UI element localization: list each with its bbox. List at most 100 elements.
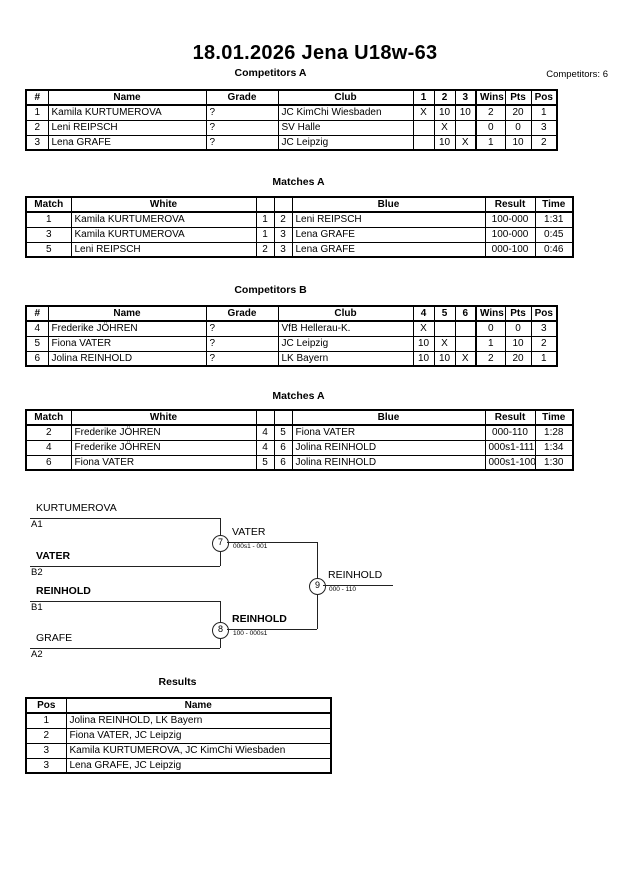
matches-a-table: Match White Blue Result Time 1 Kamila KU… <box>25 196 574 258</box>
cell-opp-3 <box>454 119 477 136</box>
table-row: 5 Fiona VATER ? JC Leipzig 10 X 1 10 2 <box>25 335 558 352</box>
col-result: Result <box>484 409 536 426</box>
bracket-slot-seed: B1 <box>31 602 43 613</box>
cell-pts: 20 <box>504 350 532 367</box>
cell-white-num: 4 <box>255 424 275 441</box>
cell-opp-1 <box>412 134 435 151</box>
table-header-row: Pos Name <box>25 697 332 714</box>
table-header-row: # Name Grade Club 4 5 6 Wins Pts Pos <box>25 305 558 322</box>
cell-match: 2 <box>25 424 72 441</box>
cell-club: JC Leipzig <box>277 134 414 151</box>
cell-grade: ? <box>205 104 279 121</box>
table-row: 1 Jolina REINHOLD, LK Bayern <box>25 712 332 729</box>
table-row: 3 Kamila KURTUMEROVA, JC KimChi Wiesbade… <box>25 742 332 759</box>
bracket-node-score: 100 - 000s1 <box>233 630 268 637</box>
bracket-node-line <box>227 629 317 630</box>
cell-opp-5 <box>433 320 456 337</box>
cell-match: 5 <box>25 241 72 258</box>
table-row: 6 Fiona VATER 5 6 Jolina REINHOLD 000s1-… <box>25 454 574 471</box>
cell-opp-6 <box>454 320 477 337</box>
cell-blue-num: 6 <box>273 439 293 456</box>
table-row: 2 Fiona VATER, JC Leipzig <box>25 727 332 744</box>
table-row: 2 Frederike JÖHREN 4 5 Fiona VATER 000-1… <box>25 424 574 441</box>
bracket-slot-line <box>30 566 220 567</box>
caption-matches-a: Matches A <box>272 176 325 188</box>
cell-pos: 2 <box>25 727 67 744</box>
results-table: Pos Name 1 Jolina REINHOLD, LK Bayern 2 … <box>25 697 332 774</box>
cell-num: 4 <box>25 320 49 337</box>
cell-num: 5 <box>25 335 49 352</box>
cell-blue-num: 3 <box>273 241 293 258</box>
cell-opp-5: 10 <box>433 350 456 367</box>
cell-club: LK Bayern <box>277 350 414 367</box>
cell-time: 0:45 <box>534 226 574 243</box>
cell-blue: Lena GRAFE <box>291 226 486 243</box>
cell-name: Fiona VATER, JC Leipzig <box>65 727 332 744</box>
cell-pts: 0 <box>504 320 532 337</box>
cell-pts: 10 <box>504 335 532 352</box>
col-pts: Pts <box>504 305 532 322</box>
col-club: Club <box>277 305 414 322</box>
col-club: Club <box>277 89 414 106</box>
cell-match: 3 <box>25 226 72 243</box>
cell-num: 3 <box>25 134 49 151</box>
bracket-node-7[interactable]: 7 <box>212 535 229 552</box>
cell-num: 6 <box>25 350 49 367</box>
cell-opp-1 <box>412 119 435 136</box>
col-white-num <box>255 409 275 426</box>
competitors-b-table: # Name Grade Club 4 5 6 Wins Pts Pos 4 F… <box>25 305 558 367</box>
col-pos: Pos <box>530 305 558 322</box>
col-opp-3: 3 <box>454 89 477 106</box>
col-match: Match <box>25 409 72 426</box>
cell-grade: ? <box>205 335 279 352</box>
cell-club: JC Leipzig <box>277 335 414 352</box>
bracket-slot-name: GRAFE <box>36 632 73 644</box>
bracket-slot-seed: A2 <box>31 649 43 660</box>
cell-num: 1 <box>25 104 49 121</box>
cell-white-num: 4 <box>255 439 275 456</box>
cell-pos: 1 <box>25 712 67 729</box>
table-row: 3 Lena GRAFE, JC Leipzig <box>25 757 332 774</box>
col-blue-num <box>273 196 293 213</box>
bracket-slot-name: VATER <box>36 550 71 562</box>
cell-result: 100-000 <box>484 226 536 243</box>
bracket-node-9[interactable]: 9 <box>309 578 326 595</box>
caption-competitors-a: Competitors A <box>234 67 307 79</box>
cell-blue: Jolina REINHOLD <box>291 454 486 471</box>
competitors-a-table: # Name Grade Club 1 2 3 Wins Pts Pos 1 K… <box>25 89 558 151</box>
page-title: 18.01.2026 Jena U18w-63 <box>192 42 438 64</box>
cell-grade: ? <box>205 134 279 151</box>
table-header-row: Match White Blue Result Time <box>25 196 574 213</box>
bracket-slot-name: REINHOLD <box>36 585 91 597</box>
cell-name: Kamila KURTUMEROVA, JC KimChi Wiesbaden <box>65 742 332 759</box>
col-opp-6: 6 <box>454 305 477 322</box>
bracket-slot-line <box>30 601 220 602</box>
cell-white-num: 2 <box>255 241 275 258</box>
cell-result: 100-000 <box>484 211 536 228</box>
bracket-slot-line <box>30 518 220 519</box>
col-num: # <box>25 89 49 106</box>
cell-wins: 0 <box>475 320 506 337</box>
cell-club: VfB Hellerau-K. <box>277 320 414 337</box>
col-pos: Pos <box>530 89 558 106</box>
bracket-slot-seed: B2 <box>31 567 43 578</box>
col-time: Time <box>534 196 574 213</box>
col-opp-2: 2 <box>433 89 456 106</box>
cell-club: JC KimChi Wiesbaden <box>277 104 414 121</box>
bracket-final-line <box>323 585 393 586</box>
bracket-slot-name: KURTUMEROVA <box>36 502 117 514</box>
col-white: White <box>70 409 257 426</box>
cell-opp-2: 10 <box>433 104 456 121</box>
col-white: White <box>70 196 257 213</box>
cell-time: 1:30 <box>534 454 574 471</box>
cell-pos: 3 <box>25 742 67 759</box>
col-match: Match <box>25 196 72 213</box>
cell-pts: 20 <box>504 104 532 121</box>
bracket-node-8[interactable]: 8 <box>212 622 229 639</box>
cell-result: 000-100 <box>484 241 536 258</box>
bracket-node-winner: REINHOLD <box>232 613 287 625</box>
cell-pts: 0 <box>504 119 532 136</box>
cell-time: 1:28 <box>534 424 574 441</box>
bracket-node-score: 000s1 - 001 <box>233 543 268 550</box>
